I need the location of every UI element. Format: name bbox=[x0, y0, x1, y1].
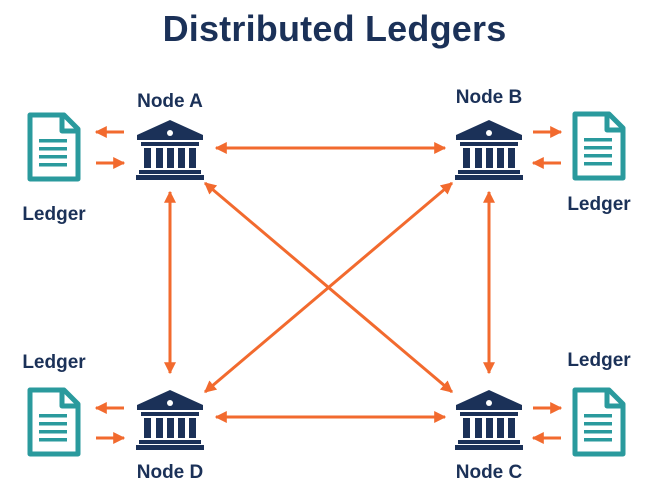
node-c-label: Node C bbox=[456, 462, 523, 483]
node-a: Node A bbox=[136, 91, 204, 180]
node-connections bbox=[164, 142, 495, 423]
document-icon bbox=[30, 390, 78, 454]
ledger-d: Ledger bbox=[22, 352, 86, 454]
bank-building-icon bbox=[136, 390, 204, 450]
node-b: Node B bbox=[455, 87, 523, 180]
node-c: Node C bbox=[455, 390, 523, 483]
bank-building-icon bbox=[455, 390, 523, 450]
ledger-a-label: Ledger bbox=[22, 204, 86, 225]
ledger-a: Ledger bbox=[22, 115, 86, 225]
ledger-c-label: Ledger bbox=[567, 350, 631, 371]
connection-b-d bbox=[204, 181, 453, 394]
document-icon bbox=[30, 115, 78, 179]
bank-building-icon bbox=[136, 120, 204, 180]
ledger-b: Ledger bbox=[567, 114, 631, 215]
node-a-label: Node A bbox=[137, 91, 203, 112]
ledger-b-label: Ledger bbox=[567, 194, 631, 215]
ledger-c: Ledger bbox=[567, 350, 631, 454]
node-d-label: Node D bbox=[137, 462, 204, 483]
ledger-d-label: Ledger bbox=[22, 352, 86, 373]
node-b-label: Node B bbox=[456, 87, 523, 108]
diagram-title: Distributed Ledgers bbox=[162, 8, 507, 49]
document-icon bbox=[575, 114, 623, 178]
ledger-arrows bbox=[94, 126, 563, 444]
document-icon bbox=[575, 390, 623, 454]
bank-building-icon bbox=[455, 120, 523, 180]
node-d: Node D bbox=[136, 390, 204, 483]
